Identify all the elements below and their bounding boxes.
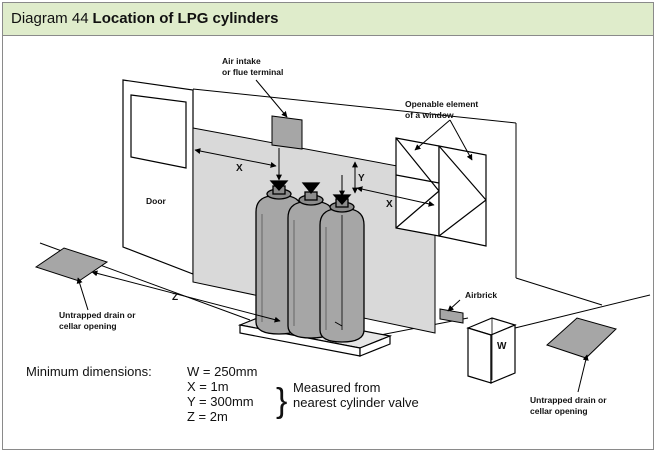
diagram-number: Diagram 44 <box>11 10 89 27</box>
lpg-cylinders <box>255 180 365 343</box>
diagram-title-text: Location of LPG cylinders <box>92 10 279 27</box>
w-pillar <box>466 317 517 384</box>
drain-right <box>546 317 617 359</box>
label-drain-left-line1: Untrapped drain or <box>59 310 136 320</box>
label-airbrick: Airbrick <box>465 290 497 300</box>
label-drain-left-line2: cellar opening <box>59 321 117 331</box>
air-intake-terminal <box>271 115 303 150</box>
dimension-w: W <box>497 341 507 352</box>
dimension-x-left: X <box>236 163 243 174</box>
legend-brace: } <box>276 382 287 420</box>
building-wall <box>192 88 603 306</box>
dimension-lines <box>91 148 493 380</box>
label-drain-right-line2: cellar opening <box>530 406 588 416</box>
label-of-a-window: of a window <box>405 110 454 120</box>
label-door: Door <box>146 196 167 206</box>
leader-lines <box>76 79 589 393</box>
window <box>395 137 487 247</box>
legend-item-x: X = 1m <box>187 379 229 394</box>
legend-item-z: Z = 2m <box>187 409 228 424</box>
legend-heading: Minimum dimensions: <box>26 364 152 379</box>
dimension-x-right: X <box>386 199 393 210</box>
legend-note-line1: Measured from <box>293 380 380 395</box>
label-drain-right-line1: Untrapped drain or <box>530 395 607 405</box>
door-window <box>130 94 187 169</box>
label-flue-terminal: or flue terminal <box>222 67 283 77</box>
airbrick <box>439 308 464 324</box>
legend: Minimum dimensions: W = 250mm X = 1m Y =… <box>26 364 419 424</box>
legend-item-w: W = 250mm <box>187 364 257 379</box>
door <box>122 79 194 275</box>
legend-item-y: Y = 300mm <box>187 394 254 409</box>
label-openable-element: Openable element <box>405 99 478 109</box>
label-air-intake: Air intake <box>222 56 261 66</box>
dimension-z: Z <box>172 292 178 303</box>
dimension-y: Y <box>358 173 365 184</box>
drain-left <box>34 247 109 282</box>
legend-note-line2: nearest cylinder valve <box>293 395 419 410</box>
